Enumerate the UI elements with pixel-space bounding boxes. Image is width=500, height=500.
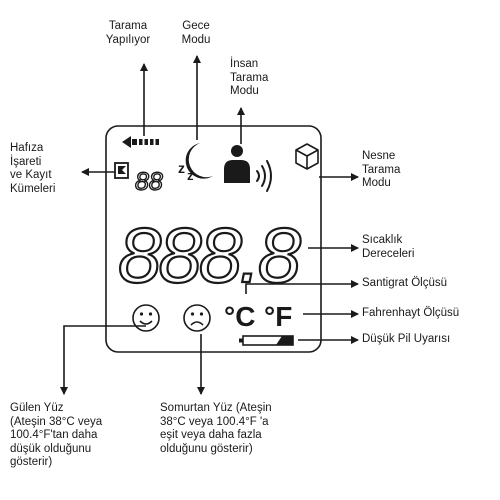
battery-icon	[239, 335, 294, 346]
label-celsius: Santigrat Ölçüsü	[362, 277, 448, 289]
scanning-bars-icon	[122, 136, 159, 148]
label-frown: Somurtan Yüz (Ateşin 38°C veya 100.4°F '…	[160, 402, 272, 455]
label-scanning: Tarama Yapılıyor	[105, 20, 151, 46]
label-smiley: Gülen Yüz (Ateşin 38°C veya 100.4°F'tan …	[10, 402, 103, 468]
label-low-battery: Düşük Pil Uyarısı	[362, 333, 451, 345]
signal-waves-icon	[256, 160, 272, 192]
memory-digits: 88	[135, 168, 163, 196]
label-temperature: Sıcaklık Dereceleri	[362, 234, 415, 260]
frown-face-icon	[183, 304, 211, 332]
lcd-panel	[105, 125, 322, 353]
svg-text:z: z	[187, 168, 194, 183]
label-night-mode: Gece Modu	[181, 20, 211, 46]
cube-icon	[295, 143, 319, 170]
fahrenheit-unit: °F	[264, 301, 292, 332]
label-fahrenheit: Fahrenhayt Ölçüsü	[362, 307, 460, 319]
smiley-face-icon	[132, 304, 160, 332]
celsius-unit: °C	[224, 301, 255, 332]
svg-text:z: z	[178, 160, 185, 176]
label-memory: Hafıza İşareti ve Kayıt Kümeleri	[10, 142, 56, 195]
label-body-scan: İnsan Tarama Modu	[230, 58, 269, 97]
person-icon	[224, 145, 250, 183]
memory-flag-icon	[114, 162, 129, 179]
leader-lines	[60, 55, 359, 395]
main-temperature-digits: 888.8	[118, 211, 301, 299]
label-object-scan: Nesne Tarama Modu	[362, 150, 401, 189]
night-mode-icon: z z	[178, 143, 213, 183]
